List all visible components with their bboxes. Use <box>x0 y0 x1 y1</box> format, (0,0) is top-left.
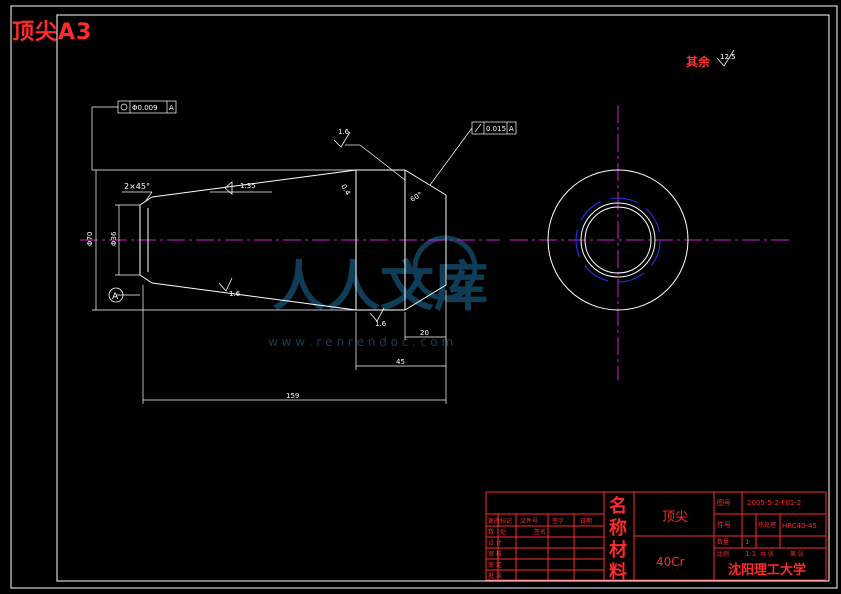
coaxiality-frame <box>117 100 177 114</box>
institution: 沈阳理工大学 <box>728 562 806 578</box>
scale: 1:1 <box>745 550 756 558</box>
scale-label: 比例 <box>717 550 729 558</box>
coaxiality-datum: A <box>169 104 174 112</box>
sheet-total: 共 张 <box>760 550 774 558</box>
rev-row2-1: 数 <box>488 528 494 536</box>
drawing-no-label: 图号 <box>717 499 731 507</box>
rev-header-1: 更改 <box>488 517 500 525</box>
part-name: 顶尖 <box>662 510 688 525</box>
surface-note-label: 其余 <box>686 54 711 69</box>
sheet-index: 第 张 <box>790 550 804 558</box>
dim-inner-dia: Φ36 <box>110 231 118 246</box>
drawing-no: 2005-5-2-F01-2 <box>747 499 801 507</box>
role-approve: 审 定 <box>488 561 502 569</box>
role-sign: 批 准 <box>488 572 502 580</box>
end-view <box>510 105 792 380</box>
sheet-title: 顶尖A3 <box>12 20 93 45</box>
title-block-lines <box>485 491 827 581</box>
watermark-text: 人人文库 <box>272 255 488 318</box>
coaxiality-value: Φ0.009 <box>132 104 158 112</box>
rev-header-4: 签字 <box>552 517 564 525</box>
watermark: 人人文库 w w w . r e n r e n d o c . c o m <box>268 235 488 349</box>
inner-border <box>56 14 830 582</box>
part-no-label: 件号 <box>717 520 731 529</box>
roughness-symbols <box>218 131 385 322</box>
hardness: HRC40-45 <box>782 522 817 530</box>
datum-bubble <box>108 287 124 303</box>
rev-header-2: 标记 <box>500 517 512 525</box>
surface-note-symbol <box>716 49 735 67</box>
rev-row2-4: 签名 <box>534 528 546 536</box>
material: 40Cr <box>656 555 685 569</box>
roughness-2: 1.6 <box>229 290 241 298</box>
rev-header-3: 文件号 <box>520 517 538 525</box>
runout-frame <box>471 121 517 135</box>
title-block-text: 名 称 材 料 顶尖 40Cr 图号 2005-5-2-F01-2 件号 热处理… <box>488 495 817 583</box>
datum-label: A <box>112 292 119 302</box>
roughness-1: 1.6 <box>338 128 350 136</box>
material-label-2: 料 <box>609 561 627 583</box>
outer-border <box>10 5 838 589</box>
dimension-lines <box>91 106 473 404</box>
dim-outer-dia: Φ70 <box>86 232 94 246</box>
dim-20: 20 <box>420 329 429 337</box>
material-label-1: 材 <box>609 539 627 561</box>
rev-header-5: 日期 <box>580 517 592 525</box>
chamfer-label: 2×45° <box>124 182 150 191</box>
role-review: 审 核 <box>488 550 502 558</box>
hardness-label: 热处理 <box>758 521 776 529</box>
roughness-4: 0.4 <box>339 183 352 197</box>
name-label-2: 称 <box>609 517 627 539</box>
taper-label: 1:35 <box>240 182 256 190</box>
qty: 1 <box>745 538 749 546</box>
angle-label: 60° <box>409 191 424 204</box>
qty-label: 数量 <box>717 538 729 546</box>
surface-note-value: 12.5 <box>720 53 736 61</box>
watermark-url: w w w . r e n r e n d o c . c o m <box>268 335 453 349</box>
runout-value: 0.015 <box>486 125 506 133</box>
roughness-3: 1.6 <box>375 320 387 328</box>
rev-row2-2: 处 <box>500 528 506 536</box>
runout-datum: A <box>509 125 514 133</box>
dim-45: 45 <box>396 358 405 366</box>
role-design: 设 计 <box>488 539 502 547</box>
name-label-1: 名 <box>609 495 627 517</box>
dim-159: 159 <box>286 392 299 400</box>
